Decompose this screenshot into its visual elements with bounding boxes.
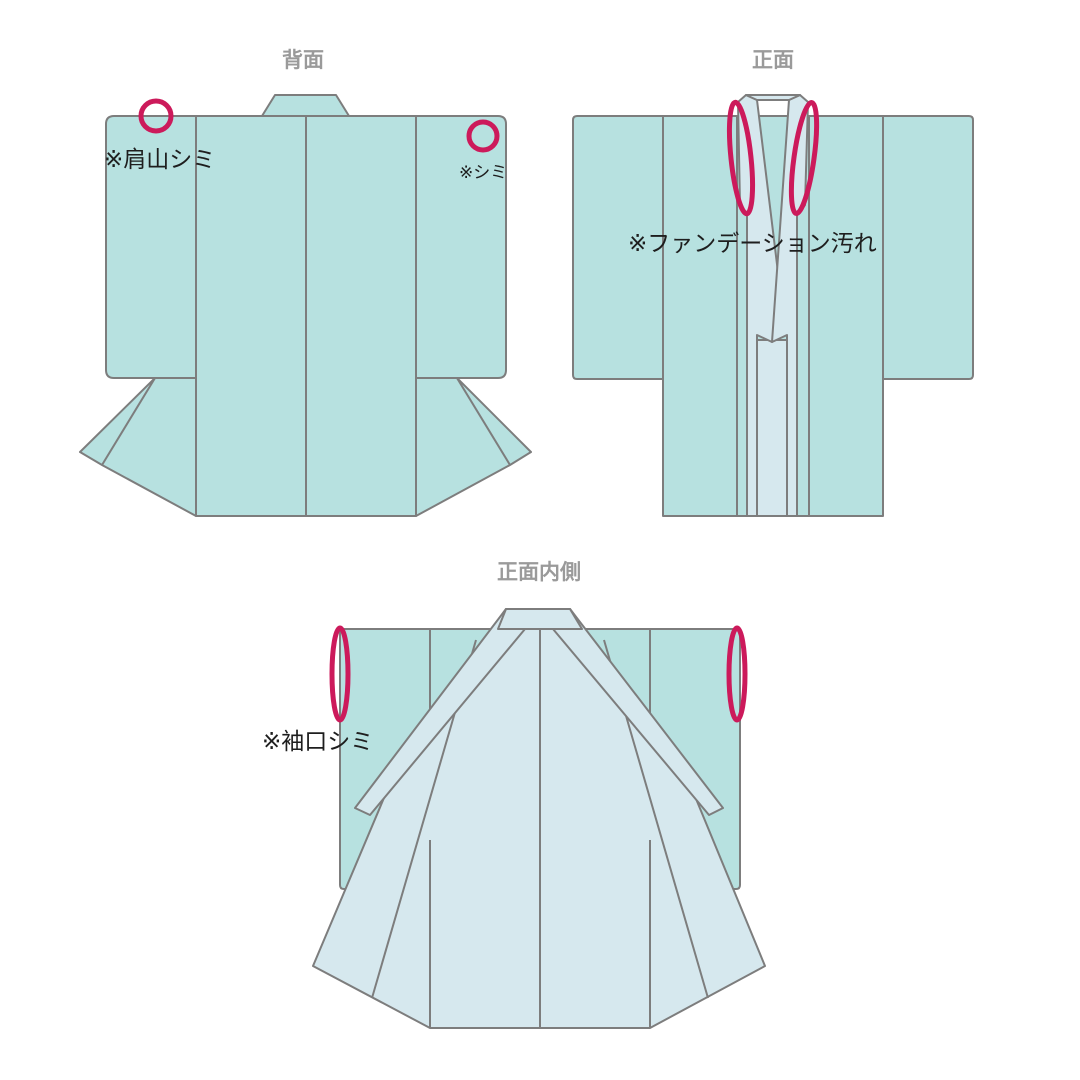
front-inside-kimono-illustration — [312, 608, 766, 1029]
back-view: 背面 ※肩山シミ ※シミ — [79, 48, 532, 517]
back-shoulder-stain-marker — [138, 98, 174, 134]
back-left-skirt-seam — [101, 377, 156, 466]
front-kimono-illustration — [572, 94, 974, 517]
front-view: 正面 ※ファンデーション汚れ — [572, 48, 974, 517]
inside-cuff-stain-note: ※袖口シミ — [262, 729, 373, 755]
front-inside-view: 正面内側 ※袖口シミ — [262, 560, 766, 1029]
back-left-sleeve — [105, 115, 197, 379]
back-right-sleeve — [415, 115, 507, 379]
back-right-skirt-seam — [456, 377, 511, 466]
front-left-sleeve — [572, 115, 664, 380]
back-kimono-illustration — [79, 94, 532, 517]
back-left-skirt — [79, 377, 197, 517]
inside-collar — [497, 608, 583, 630]
front-view-title: 正面 — [752, 48, 794, 72]
back-right-skirt — [415, 377, 532, 517]
back-stain-note: ※シミ — [459, 163, 507, 183]
front-inside-view-title: 正面内側 — [497, 560, 581, 584]
back-shoulder-stain-note: ※肩山シミ — [104, 147, 215, 173]
front-left-collar-stain-marker — [726, 99, 756, 217]
front-right-sleeve — [882, 115, 974, 380]
front-inner-strip — [756, 339, 788, 517]
inside-left-cuff-stain-marker — [329, 625, 351, 723]
front-right-collar-stain-marker — [788, 100, 820, 216]
front-foundation-stain-note: ※ファンデーション汚れ — [628, 231, 877, 257]
inside-right-cuff-stain-marker — [726, 625, 748, 723]
back-sleeve-stain-marker — [466, 119, 500, 153]
back-view-title: 背面 — [282, 48, 324, 72]
back-collar — [261, 94, 350, 117]
